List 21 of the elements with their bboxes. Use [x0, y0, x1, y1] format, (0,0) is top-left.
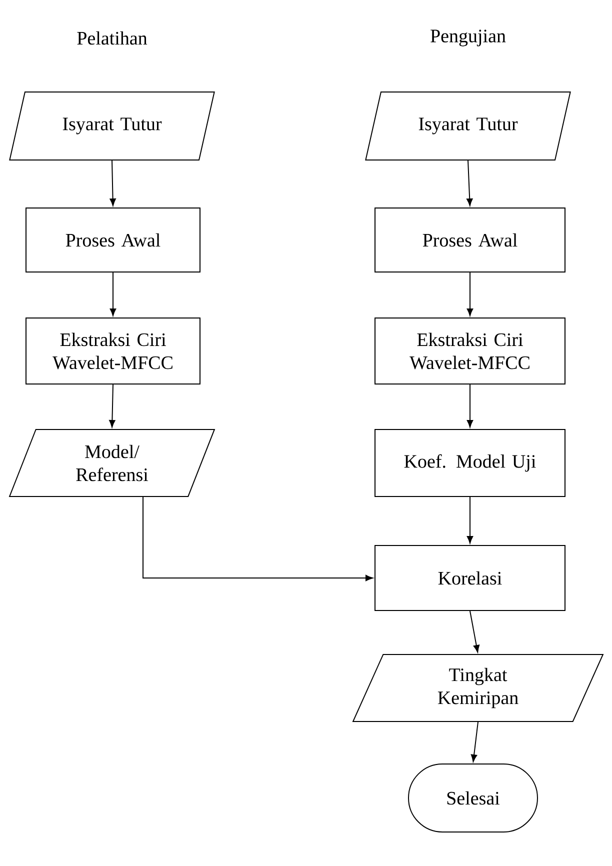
data-parallelogram: Isyarat Tutur	[365, 92, 571, 160]
process-box: Ekstraksi Ciri Wavelet-MFCC	[374, 318, 566, 384]
arrow	[466, 272, 474, 316]
process-box: Korelasi	[374, 545, 566, 611]
process-box: Proses Awal	[26, 208, 200, 272]
process-box: Ekstraksi Ciri Wavelet-MFCC	[26, 318, 200, 384]
arrow	[466, 496, 474, 544]
column-heading: Pelatihan	[77, 31, 148, 45]
column-heading: Pengujian	[430, 30, 506, 46]
arrow	[470, 610, 480, 653]
arrow	[109, 384, 116, 428]
arrow	[470, 722, 478, 762]
process-box: Koef. Model Uji	[374, 429, 566, 497]
arrow	[466, 384, 474, 428]
arrow	[142, 496, 373, 582]
data-parallelogram: Isyarat Tutur	[9, 92, 215, 160]
process-box: Proses Awal	[374, 208, 566, 272]
arrow	[110, 272, 116, 316]
arrow	[110, 160, 116, 206]
arrow	[466, 160, 473, 206]
terminator: Selesai	[408, 764, 538, 832]
